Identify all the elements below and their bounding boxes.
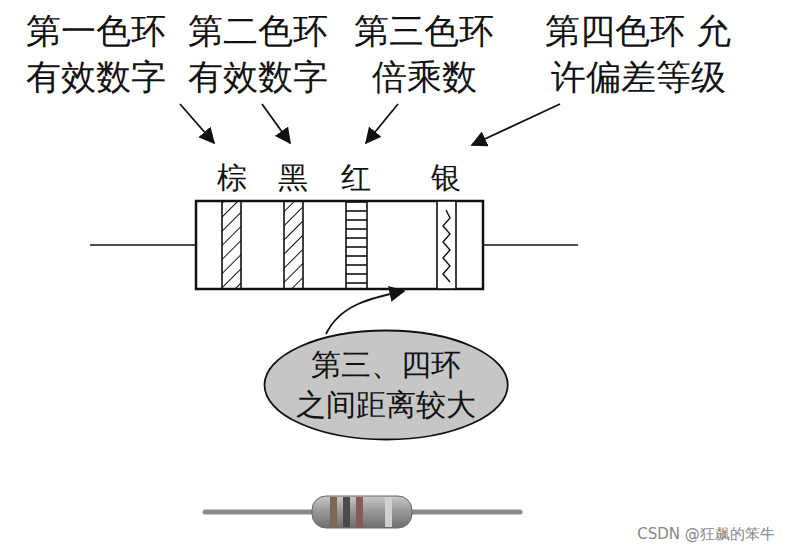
callout-text: 第三、四环 之间距离较大 [292, 345, 481, 425]
band-description: 第三色环 倍乘数 [349, 8, 500, 100]
color-name: 棕 [210, 160, 255, 196]
color-name: 红 [334, 160, 379, 196]
band-description: 第四色环 允许偏差等级 [528, 8, 749, 100]
ellipse-outline [263, 329, 509, 441]
band-description: 第一色环 有效数字 [21, 8, 172, 100]
color-name: 黑 [271, 160, 316, 196]
band-description: 第二色环 有效数字 [183, 8, 334, 100]
callout-ellipse: 第三、四环 之间距离较大 [263, 329, 509, 441]
watermark: CSDN @狂飙的笨牛 [637, 524, 775, 544]
color-name: 银 [424, 160, 469, 196]
